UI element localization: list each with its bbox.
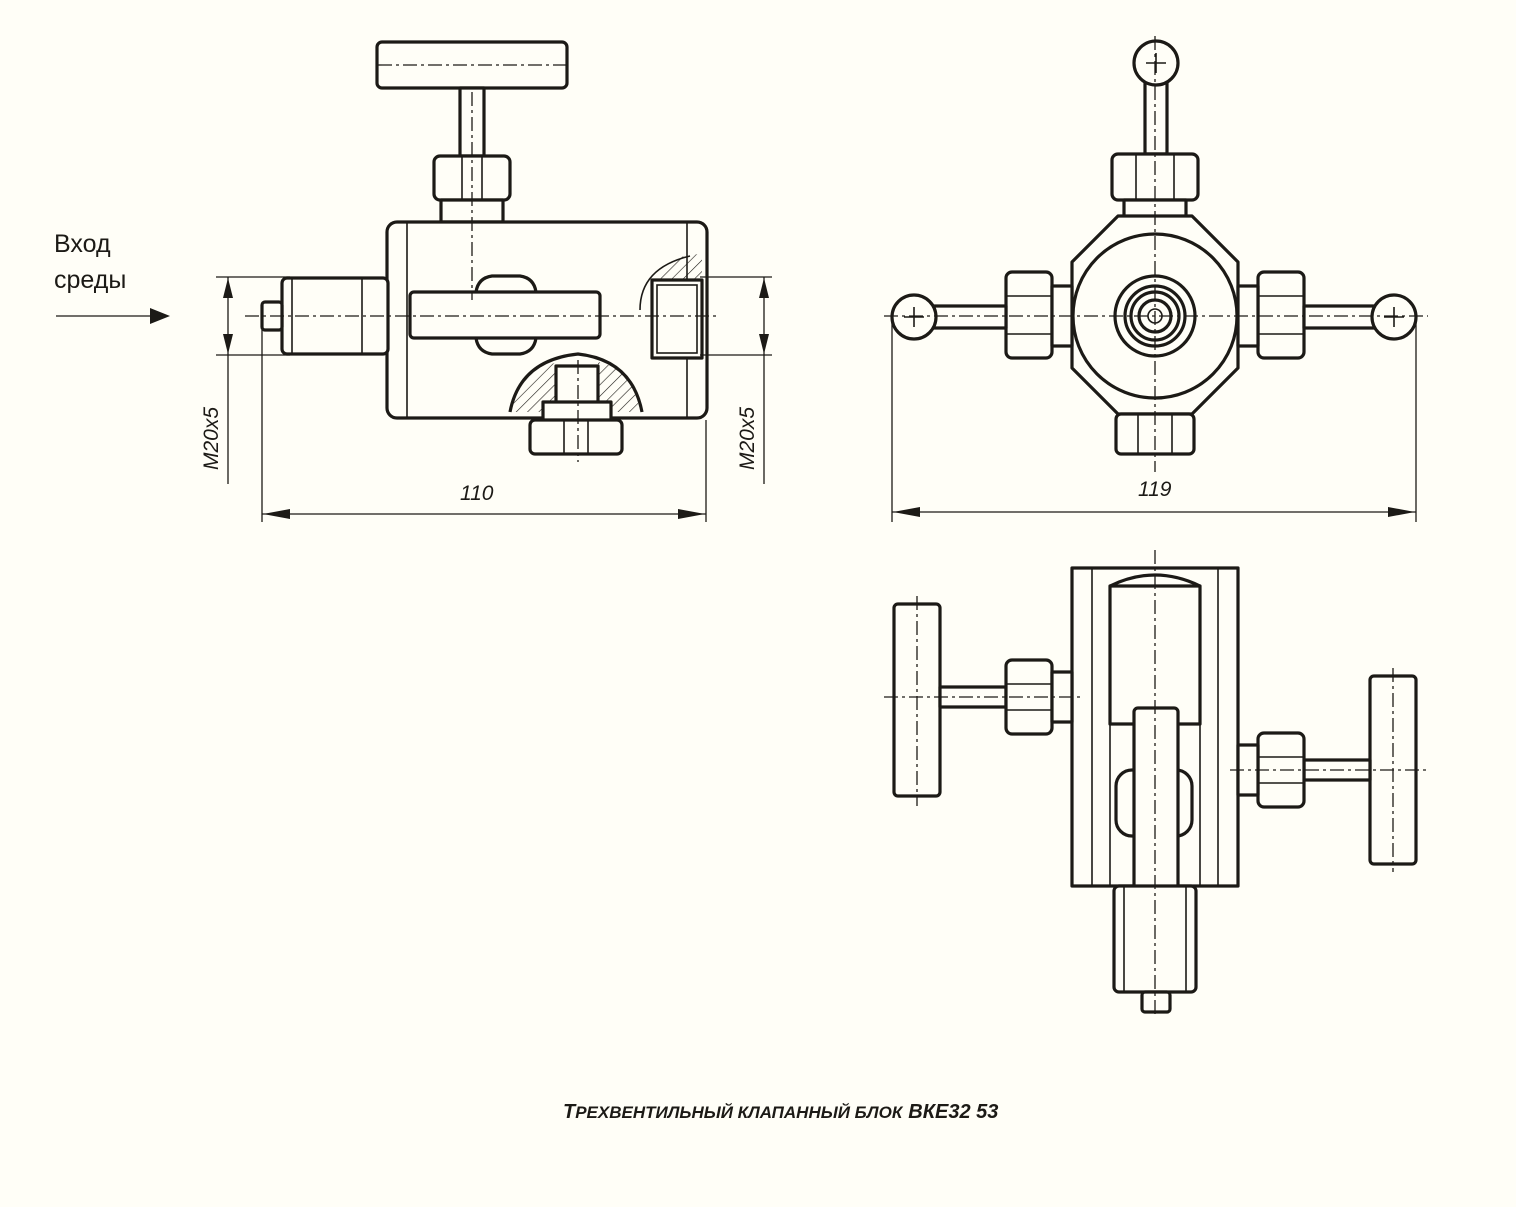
side-top-stem [1143,78,1169,156]
caption-prefix: РЕХВЕНТИЛЬНЫЙ КЛАПАННЫЙ БЛОК [575,1102,904,1122]
side-right-stem [1302,304,1380,330]
dim-thread-left: M20x5 [200,407,223,470]
inlet-label-line1: Вход [54,230,111,258]
top-view [884,550,1428,1016]
caption-initial: Т [563,1101,577,1123]
front-bottom-section [510,362,558,412]
side-right-nut [1256,270,1306,360]
side-view [884,36,1428,522]
side-left-nut [1004,270,1054,360]
caption-model: ВКЕ32 53 [908,1101,998,1123]
dim-side-width: 119 [1138,478,1172,501]
dim-thread-right: M20x5 [736,407,759,470]
side-left-stem [930,304,1008,330]
front-bottom-nut [528,418,624,456]
front-right-section [660,254,702,282]
dim-front-width: 110 [460,482,494,505]
inlet-label-line2: среды [54,266,126,294]
front-view [56,40,772,522]
front-inner-window [408,290,602,340]
top-vertical-bar [1132,706,1180,900]
